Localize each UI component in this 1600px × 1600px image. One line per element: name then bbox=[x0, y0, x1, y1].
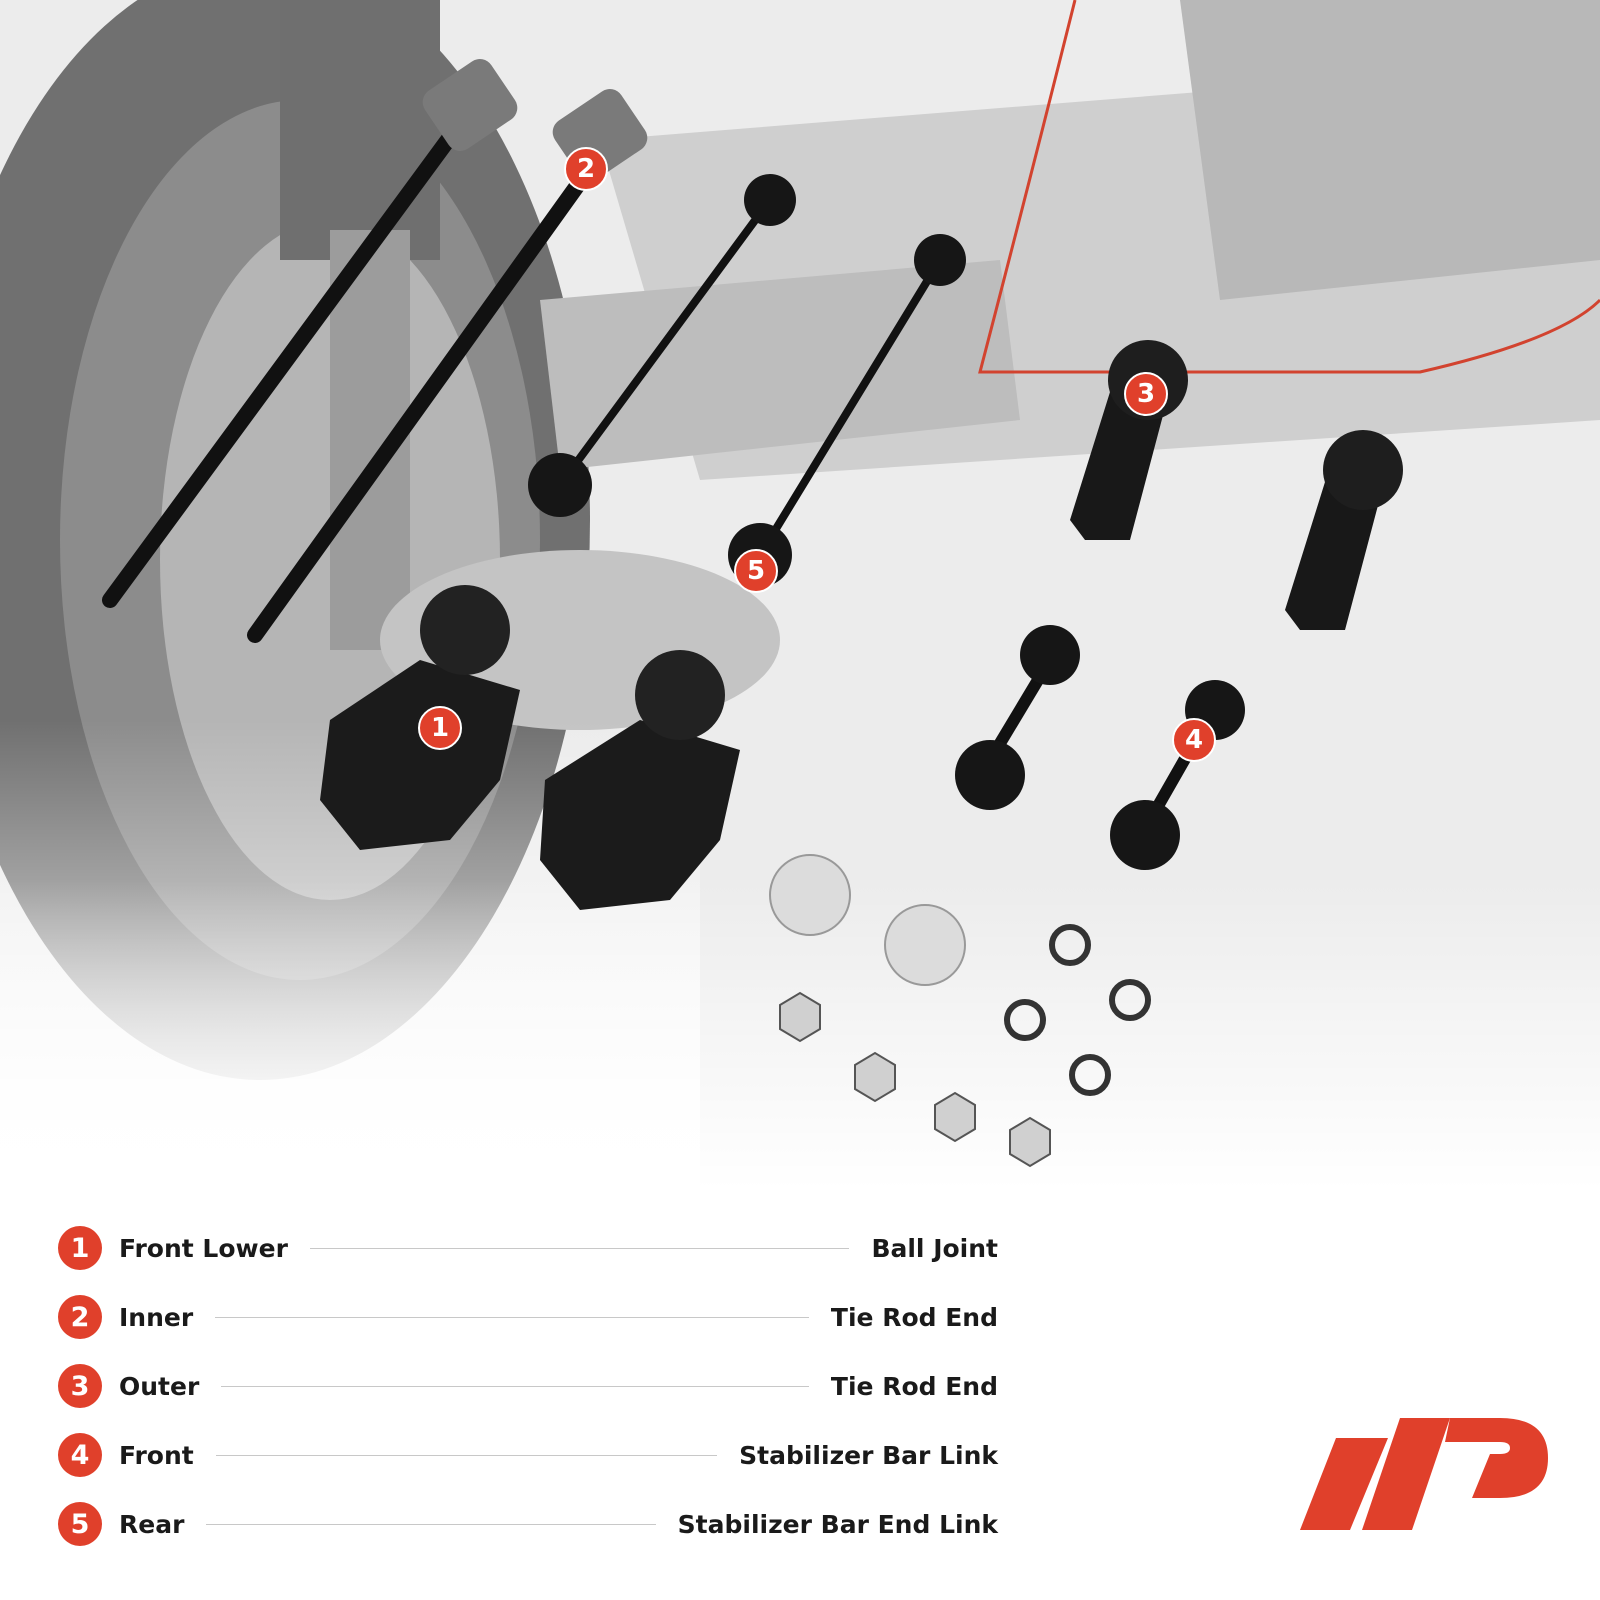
legend-part-name: Tie Rod End bbox=[830, 1302, 998, 1332]
legend-part-name: Stabilizer Bar End Link bbox=[677, 1509, 998, 1539]
legend-number: 2 bbox=[58, 1295, 102, 1339]
product-photo bbox=[0, 0, 1600, 1190]
badge-1: 1 bbox=[418, 706, 462, 750]
badge-2: 2 bbox=[564, 147, 608, 191]
legend-row-1: 1 Front Lower Ball Joint bbox=[58, 1226, 998, 1270]
rear-stabilizer-links bbox=[528, 174, 966, 587]
legend-number: 3 bbox=[58, 1364, 102, 1408]
legend-part-name: Ball Joint bbox=[871, 1233, 998, 1263]
legend-part-name: Stabilizer Bar Link bbox=[739, 1440, 998, 1470]
legend-position: Inner bbox=[119, 1302, 194, 1332]
legend-number: 5 bbox=[58, 1502, 102, 1546]
legend-position: Outer bbox=[119, 1371, 200, 1401]
legend-position: Front bbox=[119, 1440, 194, 1470]
legend-row-3: 3 Outer Tie Rod End bbox=[58, 1364, 998, 1408]
badge-5: 5 bbox=[734, 549, 778, 593]
legend-position: Rear bbox=[119, 1509, 185, 1539]
legend-number: 1 bbox=[58, 1226, 102, 1270]
hardware-washers-nuts bbox=[769, 854, 1151, 1168]
legend-divider bbox=[221, 1385, 809, 1387]
legend-row-4: 4 Front Stabilizer Bar Link bbox=[58, 1433, 998, 1477]
legend-divider bbox=[309, 1247, 850, 1249]
legend-part-name: Tie Rod End bbox=[830, 1371, 998, 1401]
legend-divider bbox=[206, 1523, 656, 1525]
accent-outline bbox=[978, 0, 1600, 374]
ball-joints bbox=[320, 585, 740, 910]
brand-logo-icon bbox=[1300, 1418, 1548, 1530]
legend-row-5: 5 Rear Stabilizer Bar End Link bbox=[58, 1502, 998, 1546]
parts-legend: 1 Front Lower Ball Joint 2 Inner Tie Rod… bbox=[58, 1226, 998, 1571]
legend-divider bbox=[215, 1454, 718, 1456]
legend-number: 4 bbox=[58, 1433, 102, 1477]
badge-3: 3 bbox=[1124, 372, 1168, 416]
legend-position: Front Lower bbox=[119, 1233, 288, 1263]
legend-divider bbox=[215, 1316, 809, 1318]
badge-4: 4 bbox=[1172, 718, 1216, 762]
front-stabilizer-links bbox=[955, 625, 1245, 870]
legend-row-2: 2 Inner Tie Rod End bbox=[58, 1295, 998, 1339]
